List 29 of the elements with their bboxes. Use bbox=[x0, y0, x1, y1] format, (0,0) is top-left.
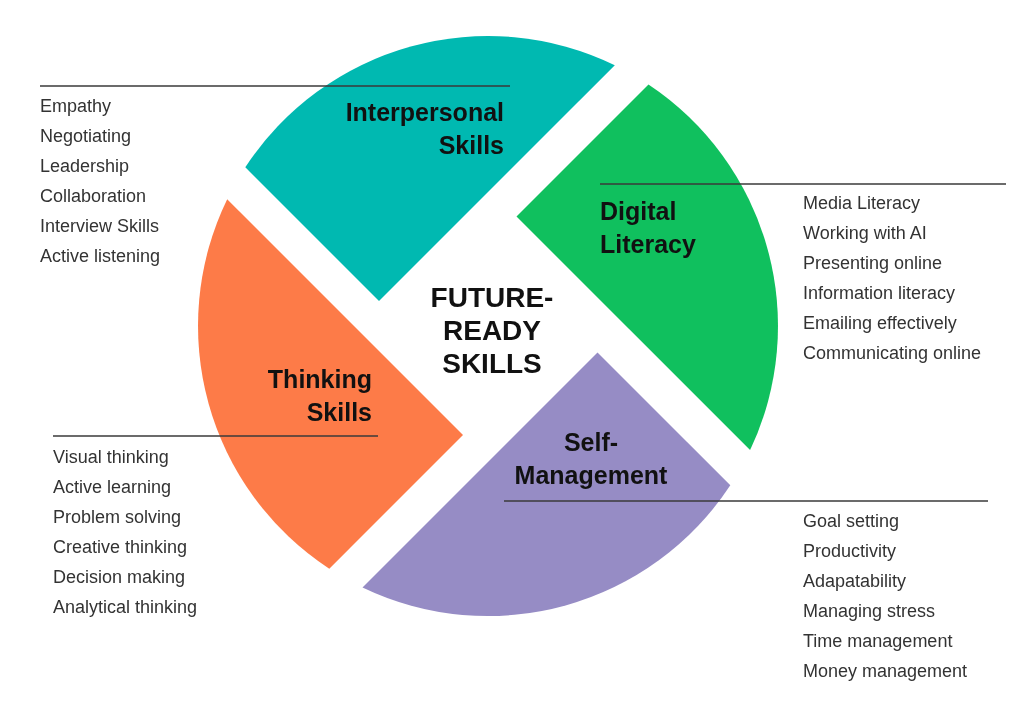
list-item: Productivity bbox=[803, 540, 897, 563]
list-item: Media Literacy bbox=[803, 192, 921, 215]
list-item: Collaboration bbox=[40, 185, 147, 208]
list-item: Creative thinking bbox=[53, 536, 188, 559]
list-item: Managing stress bbox=[803, 600, 936, 623]
list-item: Problem solving bbox=[53, 506, 182, 529]
list-item: Negotiating bbox=[40, 125, 132, 148]
list-item: Information literacy bbox=[803, 282, 956, 305]
sector-title: Thinking Skills bbox=[267, 364, 372, 428]
diagram-title: FUTURE- READY SKILLS bbox=[430, 281, 554, 380]
sector-title: Interpersonal Skills bbox=[345, 97, 504, 161]
list-item: Goal setting bbox=[803, 510, 900, 533]
list-item: Leadership bbox=[40, 155, 130, 178]
list-item: Time management bbox=[803, 630, 953, 653]
list-item: Analytical thinking bbox=[53, 596, 198, 619]
list-item: Adapatability bbox=[803, 570, 907, 593]
sector-title: Self- Management bbox=[514, 427, 668, 491]
list-item: Money management bbox=[803, 660, 968, 683]
list-item: Emailing effectively bbox=[803, 312, 957, 335]
list-item: Communicating online bbox=[803, 342, 982, 365]
list-item: Active learning bbox=[53, 476, 172, 499]
list-item: Presenting online bbox=[803, 252, 943, 275]
list-item: Interview Skills bbox=[40, 215, 160, 238]
sector-title: Digital Literacy bbox=[600, 196, 696, 260]
list-item: Active listening bbox=[40, 245, 161, 268]
list-item: Empathy bbox=[40, 95, 112, 118]
list-item: Decision making bbox=[53, 566, 186, 589]
list-item: Visual thinking bbox=[53, 446, 169, 469]
list-item: Working with AI bbox=[803, 222, 927, 245]
